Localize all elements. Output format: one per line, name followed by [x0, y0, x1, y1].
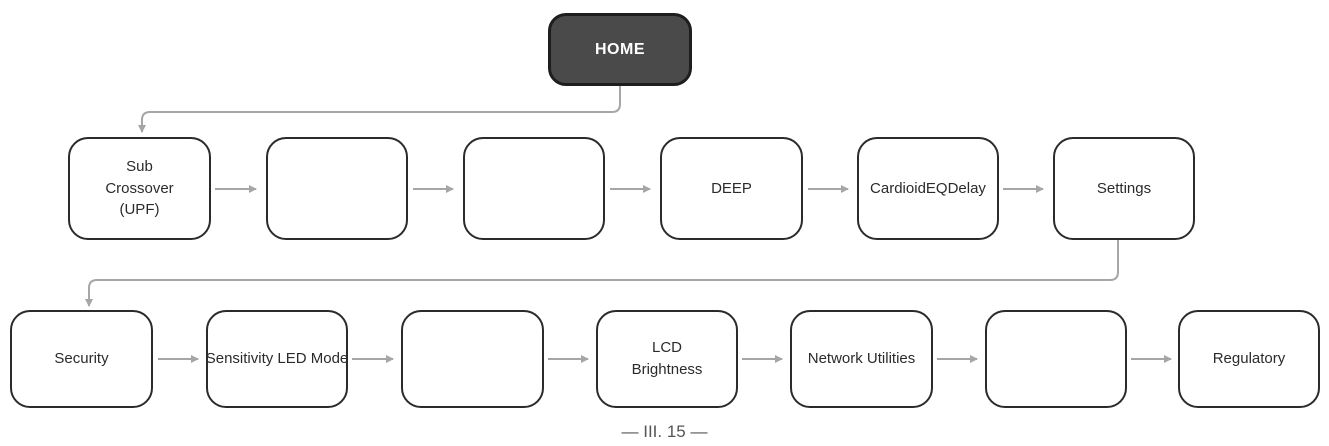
- connector-row1-to-row2: [85, 240, 1119, 307]
- connector-home-to-row1: [138, 86, 621, 133]
- node-sub-crossover[interactable]: Sub Crossover (UPF): [68, 137, 211, 240]
- node-row1-blank-1[interactable]: [266, 137, 408, 240]
- node-cardioid-eq-delay[interactable]: CardioidEQDelay: [857, 137, 999, 240]
- figure-caption: — III. 15 —: [621, 422, 708, 441]
- node-security[interactable]: Security: [10, 310, 153, 408]
- node-deep[interactable]: DEEP: [660, 137, 803, 240]
- node-row1-blank-2[interactable]: [463, 137, 605, 240]
- node-regulatory[interactable]: Regulatory: [1178, 310, 1320, 408]
- node-lcd-brightness[interactable]: LCD Brightness: [596, 310, 738, 408]
- node-network-utilities[interactable]: Network Utilities: [790, 310, 933, 408]
- node-row2-blank-2[interactable]: [985, 310, 1127, 408]
- home-node[interactable]: HOME: [548, 13, 692, 86]
- node-settings[interactable]: Settings: [1053, 137, 1195, 240]
- node-row2-blank-1[interactable]: [401, 310, 544, 408]
- node-sensitivity-led-mode[interactable]: Sensitivity LED Mode: [206, 310, 348, 408]
